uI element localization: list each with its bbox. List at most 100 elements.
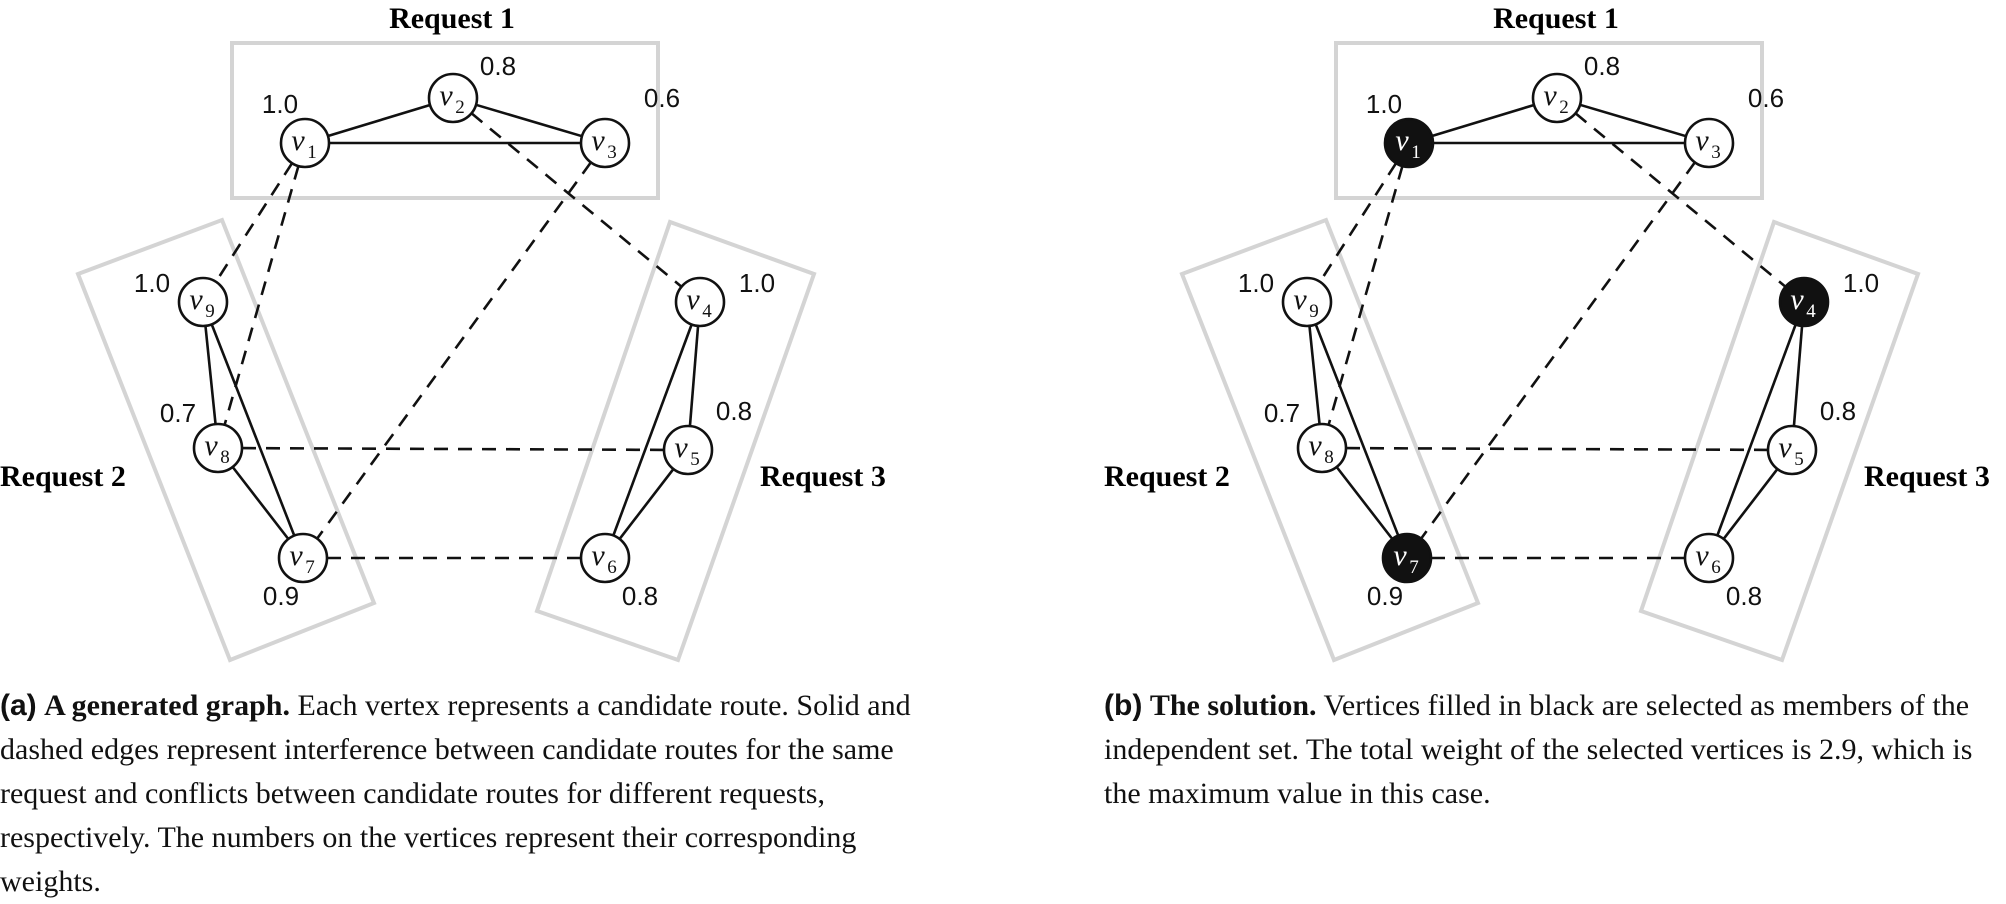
vertex-v9-circle: [1281, 276, 1333, 328]
vertex-v1-subscript: 1: [307, 142, 317, 163]
vertex-v1-circle: [1383, 117, 1435, 169]
caption-a-text: Each vertex represents a candidate route…: [0, 689, 911, 898]
vertex-v9-subscript: 9: [1309, 301, 1319, 322]
vertex-v5-label: v: [1778, 431, 1792, 464]
interference-edge-v4-v5: [688, 325, 700, 427]
vertex-v1-circle: [279, 117, 331, 169]
request-3-box: [1638, 219, 1921, 663]
vertex-v7-weight: 0.9: [1367, 581, 1403, 611]
vertex-v4-label: v: [686, 283, 700, 316]
request-1-box: [230, 41, 660, 200]
interference-edge-v2-v3: [475, 103, 583, 138]
vertex-v3-circle: [579, 117, 631, 169]
vertex-v2-label: v: [1543, 79, 1557, 112]
caption-a-tag: (a): [0, 689, 37, 722]
conflict-edge-v1-v9: [214, 162, 294, 283]
vertex-v5-subscript: 5: [690, 449, 700, 470]
conflict-edge-v2-v4: [1574, 112, 1787, 288]
interference-edge-v1-v2: [327, 103, 431, 138]
caption-b-tag: (b): [1104, 689, 1143, 722]
request-2-label: Request 2: [0, 460, 126, 493]
vertex-v1-label: v: [1395, 124, 1409, 157]
vertex-v2-weight: 0.8: [480, 51, 516, 81]
request-1-label: Request 1: [1493, 2, 1619, 35]
vertex-v3-subscript: 3: [1711, 142, 1721, 163]
vertex-v8-weight: 0.7: [160, 398, 196, 428]
vertex-v8-subscript: 8: [220, 447, 230, 468]
vertex-v4-circle: [1778, 276, 1830, 328]
request-1-box: [1334, 41, 1764, 200]
vertex-v8-subscript: 8: [1324, 447, 1334, 468]
interference-edge-v5-v6: [618, 468, 675, 540]
conflict-edge-v8-v5: [241, 446, 665, 452]
request-3-label: Request 3: [1864, 460, 1990, 493]
vertex-v3-weight: 0.6: [644, 83, 680, 113]
vertex-v7-label: v: [289, 539, 303, 572]
interference-edge-v4-v6: [612, 324, 693, 536]
vertex-v6-circle: [1683, 532, 1735, 584]
vertex-v3-weight: 0.6: [1748, 83, 1784, 113]
request-3-box: [534, 219, 817, 663]
request-2-box: [1179, 217, 1481, 663]
vertex-v5-label: v: [674, 431, 688, 464]
vertex-v4-subscript: 4: [702, 301, 712, 322]
conflict-edge-v8-v5: [1345, 446, 1769, 452]
vertex-v6-weight: 0.8: [1726, 581, 1762, 611]
vertex-v1-weight: 1.0: [262, 89, 298, 119]
vertex-v7-subscript: 7: [1409, 557, 1419, 578]
vertex-v2-circle: [1531, 72, 1583, 124]
caption-b-text: Vertices filled in black are selected as…: [1104, 689, 1973, 810]
caption-b-heading: The solution.: [1149, 689, 1317, 722]
vertex-v3-subscript: 3: [607, 142, 617, 163]
conflict-edge-v1-v9: [1318, 162, 1398, 283]
interference-edge-v8-v9: [1308, 325, 1321, 425]
conflict-edge-v1-v8: [1327, 165, 1404, 426]
vertex-v8-label: v: [1308, 429, 1322, 462]
vertex-v9-label: v: [189, 283, 203, 316]
request-3-label: Request 3: [760, 460, 886, 493]
request-2-label: Request 2: [1104, 460, 1230, 493]
vertex-v7-circle: [277, 532, 329, 584]
vertex-v8-circle: [192, 422, 244, 474]
vertex-v9-circle: [177, 276, 229, 328]
vertex-v9-weight: 1.0: [1238, 268, 1274, 298]
vertex-v6-weight: 0.8: [622, 581, 658, 611]
vertex-v9-weight: 1.0: [134, 268, 170, 298]
vertex-v1-subscript: 1: [1411, 142, 1421, 163]
vertex-v6-circle: [579, 532, 631, 584]
vertex-v5-circle: [662, 424, 714, 476]
caption-a: (a) A generated graph. Each vertex repre…: [0, 684, 920, 904]
vertex-v6-label: v: [591, 539, 605, 572]
request-1-label: Request 1: [389, 2, 515, 35]
interference-edge-v2-v3: [1579, 103, 1687, 138]
vertex-v6-label: v: [1695, 539, 1709, 572]
conflict-edge-v1-v8: [223, 165, 300, 426]
vertex-v4-label: v: [1790, 283, 1804, 316]
interference-edge-v8-v9: [204, 325, 217, 425]
vertex-v5-circle: [1766, 424, 1818, 476]
vertex-v8-label: v: [204, 429, 218, 462]
vertex-v1-weight: 1.0: [1366, 89, 1402, 119]
vertex-v2-label: v: [439, 79, 453, 112]
vertex-v2-circle: [427, 72, 479, 124]
interference-edge-v4-v6: [1716, 324, 1797, 536]
interference-edge-v1-v2: [1431, 103, 1535, 138]
interference-edge-v7-v9: [210, 323, 296, 537]
vertex-v9-subscript: 9: [205, 301, 215, 322]
caption-b: (b) The solution. Vertices filled in bla…: [1104, 684, 2004, 816]
